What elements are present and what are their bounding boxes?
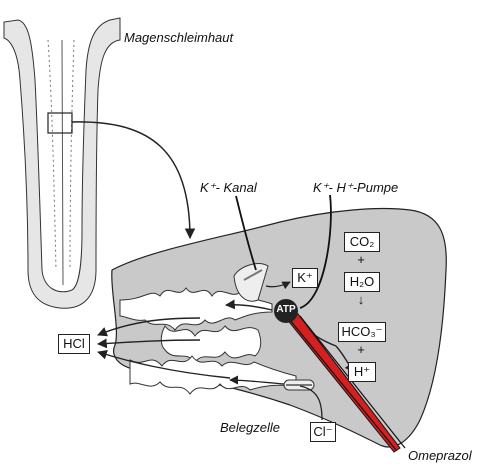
co2-box: CO₂ xyxy=(344,232,380,252)
k-ion-box: K⁺ xyxy=(292,268,318,288)
atp-label: ATP xyxy=(274,304,298,315)
h2o-box: H₂O xyxy=(344,272,380,292)
k-channel-label: K⁺- Kanal xyxy=(200,180,257,196)
plus-sign-1: + xyxy=(354,252,368,267)
h-ion-box: H⁺ xyxy=(348,362,376,382)
pump-label: K⁺- H⁺-Pumpe xyxy=(313,180,398,196)
cell-label: Belegzelle xyxy=(220,420,280,435)
mucosa-label: Magenschleimhaut xyxy=(124,30,233,45)
reaction-arrow: ↓ xyxy=(354,292,368,307)
drug-label: Omeprazol xyxy=(408,448,472,463)
cl-ion-box: Cl⁻ xyxy=(310,422,336,442)
plus-sign-2: + xyxy=(354,342,368,357)
hco3-box: HCO₃⁻ xyxy=(338,322,386,342)
parietal-cell xyxy=(112,209,447,448)
cl-channel xyxy=(284,380,314,390)
gastric-gland xyxy=(4,18,120,308)
hcl-box: HCl xyxy=(58,334,90,354)
